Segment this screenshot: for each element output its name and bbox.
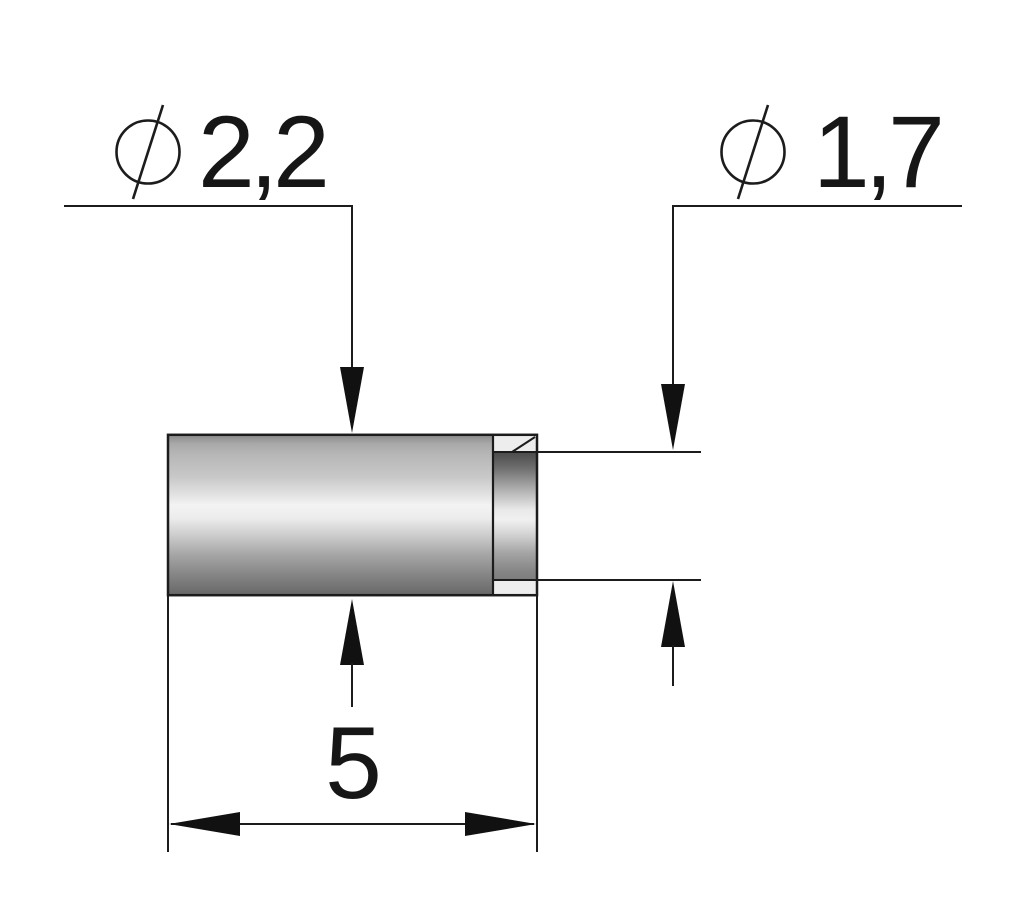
body-diameter-value: 2,2 [198,95,330,209]
chamfer-line [511,436,536,453]
leader-line-body-diameter [64,205,353,369]
arrowhead-up-tip [661,581,685,647]
arrowhead-right-length [465,812,536,836]
length-value: 5 [325,706,382,820]
part-outline [166,433,539,597]
part-tip-bottom-strip [494,580,536,595]
arrowhead-up-body-bottom [340,599,364,665]
arrowhead-down-body [340,367,364,433]
part-body-face [169,436,492,594]
part-tip-face [494,452,536,580]
diameter-symbol-icon [720,104,786,200]
arrowhead-left-length [169,812,240,836]
length-label: 5 [298,712,404,814]
tip-diameter-value: 1,7 [813,95,945,209]
leader-line-tip-diameter [672,205,962,385]
body-diameter-leader [64,205,364,433]
part-tip-top-strip [494,436,536,452]
diameter-symbol-icon [115,104,181,200]
tip-diameter-leader [493,205,962,686]
part-side-view [166,433,539,597]
length-dimension [167,596,538,852]
arrowhead-down-tip [661,384,685,450]
